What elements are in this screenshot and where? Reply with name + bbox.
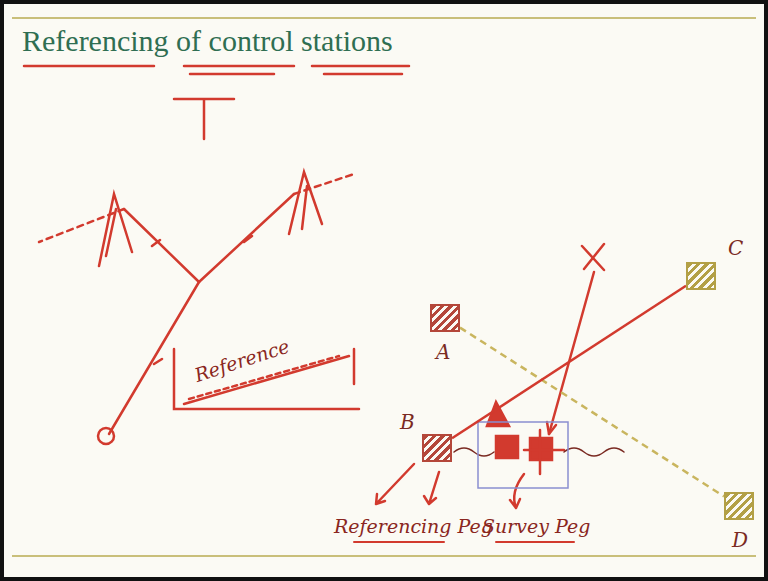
handwritten-note: Reference (192, 336, 292, 386)
handwritten-note: Survey Peg (482, 516, 590, 537)
peg-box: A (430, 304, 460, 332)
illustration (4, 4, 764, 577)
peg-box: C (686, 262, 716, 290)
peg-box: D (724, 492, 754, 520)
station-letter: C (728, 238, 743, 258)
survey-line (460, 328, 724, 497)
peg-box: B (422, 434, 452, 462)
station-letter: A (436, 342, 450, 362)
slide-ground: Referencing of control stationsA C B D Refer… (4, 4, 764, 577)
slide-title: Referencing of control stations (22, 24, 393, 58)
handwritten-note: Referencing Peg (334, 516, 493, 537)
survey-line (452, 286, 686, 438)
station-letter: D (732, 530, 748, 550)
station-letter: B (400, 412, 415, 432)
connector-layer (4, 4, 764, 577)
